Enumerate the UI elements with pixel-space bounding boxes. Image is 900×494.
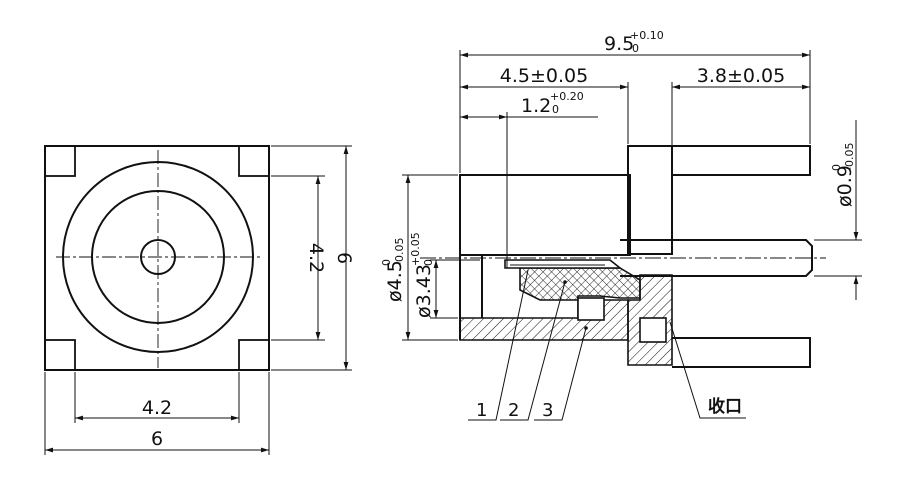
corner-square-tr: [238, 145, 270, 177]
callout-3: 3: [542, 400, 553, 421]
callout-leaders: [468, 269, 746, 421]
dim-outer-diameter: ø4.5 0 -0.05: [380, 238, 406, 302]
leader-dot-2: [563, 280, 567, 284]
section-hatch: [459, 259, 673, 366]
svg-text:0: 0: [830, 164, 843, 171]
svg-text:ø4.5: ø4.5: [384, 260, 406, 302]
dim-overall-length: 9.5 +0.10 0: [604, 29, 664, 55]
corner-square-br: [238, 339, 270, 371]
svg-text:0: 0: [380, 259, 393, 266]
front-outline: [44, 145, 270, 371]
top-pin: [672, 145, 811, 176]
svg-text:+0.20: +0.20: [550, 90, 584, 103]
svg-text:ø0.9: ø0.9: [834, 165, 856, 207]
bottom-pin: [672, 337, 811, 368]
front-dimensions: [44, 145, 352, 455]
dim-pin-length: 3.8±0.05: [697, 65, 785, 87]
dim-outer-width: 6: [151, 428, 163, 450]
leader-1: [468, 269, 529, 421]
svg-text:0: 0: [632, 42, 639, 55]
leader-note: [669, 321, 746, 419]
leader-3: [534, 327, 587, 421]
dim-inner-diameter: ø3.43 +0.05 0: [409, 232, 435, 318]
dim-inner-height: 4.2: [305, 243, 327, 273]
svg-text:+0.10: +0.10: [630, 29, 664, 42]
callout-1: 1: [476, 400, 487, 421]
contact-sleeve: [504, 259, 623, 269]
body-upper: [459, 174, 631, 256]
note-crimp: 收口: [708, 396, 742, 417]
svg-text:-0.05: -0.05: [843, 143, 856, 171]
svg-text:0: 0: [422, 259, 435, 266]
leader-2: [500, 281, 566, 421]
center-pin: [620, 239, 813, 277]
contact-slot: [577, 297, 605, 321]
dim-front-length: 4.5±0.05: [500, 65, 588, 87]
svg-text:-0.05: -0.05: [393, 238, 406, 266]
dim-outer-height: 6: [333, 252, 355, 264]
dim-pin-diameter: ø0.9 0 -0.05: [830, 143, 856, 207]
flange-upper: [627, 145, 673, 255]
front-view: [44, 145, 270, 371]
corner-square-bl: [44, 339, 76, 371]
crosshatched-insulator: [519, 267, 641, 301]
svg-text:9.5: 9.5: [604, 33, 634, 55]
callout-2: 2: [508, 400, 519, 421]
svg-text:ø3.43: ø3.43: [413, 264, 435, 318]
leader-dot-3: [584, 326, 588, 330]
svg-text:0: 0: [552, 103, 559, 116]
crimp-slot: [639, 317, 667, 343]
side-dimensions: [402, 50, 862, 341]
dim-inner-width: 4.2: [142, 397, 172, 419]
corner-square-tl: [44, 145, 76, 177]
dim-pin-offset: 1.2 +0.20 0: [521, 90, 584, 117]
svg-text:+0.05: +0.05: [409, 232, 422, 266]
svg-text:1.2: 1.2: [521, 95, 551, 117]
